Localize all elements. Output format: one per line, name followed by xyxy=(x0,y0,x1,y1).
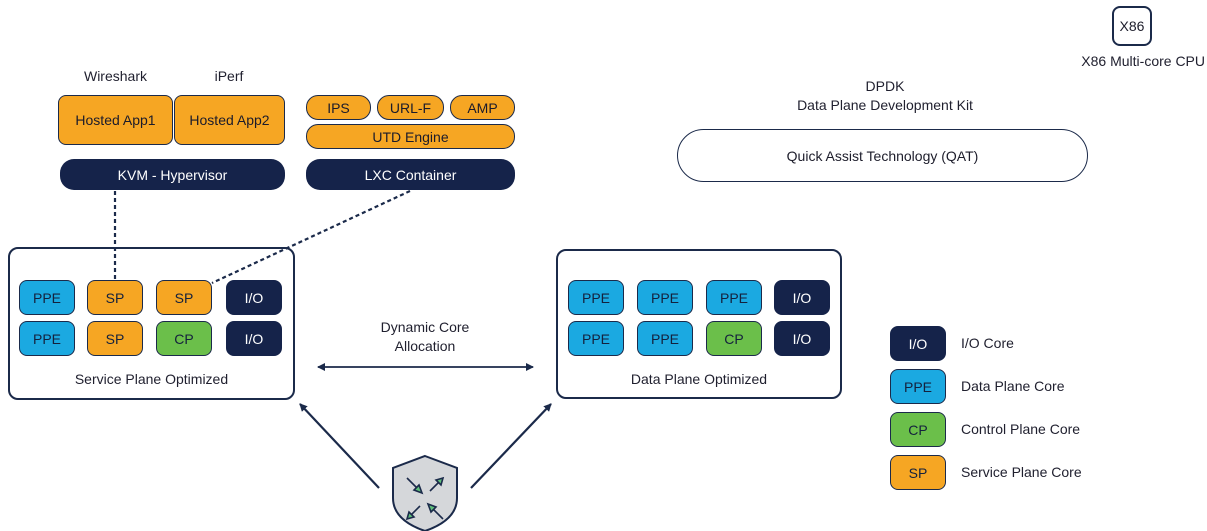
urlf-label: URL-F xyxy=(389,99,432,116)
sp-core-r2c4: I/O xyxy=(226,321,282,356)
utd-engine-label: UTD Engine xyxy=(372,128,449,145)
legend-ppe-swatch: PPE xyxy=(890,369,946,404)
dynamic-allocation-line1: Dynamic Core xyxy=(380,319,470,335)
legend-sp-swatch: SP xyxy=(890,455,946,490)
shield-to-data-arrow xyxy=(470,403,552,489)
dp-core-r1c4: I/O xyxy=(774,280,830,315)
dp-core-r2c3: CP xyxy=(706,321,762,356)
legend-ppe-label: Data Plane Core xyxy=(961,378,1065,394)
sp-core-r1c4: I/O xyxy=(226,280,282,315)
router-shield-icon xyxy=(392,454,458,531)
utd-engine: UTD Engine xyxy=(306,124,515,149)
service-plane-label: Service Plane Optimized xyxy=(74,371,229,387)
sp-core-r1c2: SP xyxy=(87,280,143,315)
ips-label: IPS xyxy=(327,99,350,116)
cpu-chip-icon: X86 xyxy=(1112,6,1152,46)
dp-core-r2c4: I/O xyxy=(774,321,830,356)
sp-core-r1c1: PPE xyxy=(19,280,75,315)
iperf-caption: iPerf xyxy=(214,68,244,84)
data-plane-label: Data Plane Optimized xyxy=(630,371,768,387)
legend-io-label: I/O Core xyxy=(961,335,1014,351)
legend-item-ppe: PPE Data Plane Core xyxy=(890,369,1190,405)
kvm-hypervisor: KVM - Hypervisor xyxy=(60,159,285,190)
amp-label: AMP xyxy=(467,99,498,116)
amp-module: AMP xyxy=(450,95,515,120)
hosted-app1-label: Hosted App1 xyxy=(75,112,156,128)
dp-core-r1c3: PPE xyxy=(706,280,762,315)
dp-core-r2c2: PPE xyxy=(637,321,693,356)
hosted-app2: Hosted App2 xyxy=(174,95,285,145)
legend-io-swatch: I/O xyxy=(890,326,946,361)
dynamic-allocation-line2: Allocation xyxy=(394,338,456,354)
legend-cp-swatch: CP xyxy=(890,412,946,447)
qat-box: Quick Assist Technology (QAT) xyxy=(677,129,1088,182)
sp-core-r1c3: SP xyxy=(156,280,212,315)
lxc-container: LXC Container xyxy=(306,159,515,190)
dp-core-r1c1: PPE xyxy=(568,280,624,315)
ips-module: IPS xyxy=(306,95,371,120)
hosted-app2-label: Hosted App2 xyxy=(189,112,270,128)
shield-to-service-arrow xyxy=(299,403,380,489)
legend-cp-label: Control Plane Core xyxy=(961,421,1081,437)
sp-core-r2c2: SP xyxy=(87,321,143,356)
wireshark-caption: Wireshark xyxy=(83,68,147,84)
qat-label: Quick Assist Technology (QAT) xyxy=(786,147,979,164)
legend-item-io: I/O I/O Core xyxy=(890,326,1190,362)
cpu-caption: X86 Multi-core CPU xyxy=(1081,53,1205,69)
legend-sp-label: Service Plane Core xyxy=(961,464,1082,480)
urlf-module: URL-F xyxy=(377,95,444,120)
dpdk-subtitle: Data Plane Development Kit xyxy=(797,97,973,113)
sp-core-r2c3: CP xyxy=(156,321,212,356)
dp-core-r1c2: PPE xyxy=(637,280,693,315)
sp-core-r2c1: PPE xyxy=(19,321,75,356)
hosted-app1: Hosted App1 xyxy=(58,95,173,145)
legend-item-sp: SP Service Plane Core xyxy=(890,455,1190,491)
legend-item-cp: CP Control Plane Core xyxy=(890,412,1190,448)
lxc-container-label: LXC Container xyxy=(364,166,457,183)
dp-core-r2c1: PPE xyxy=(568,321,624,356)
kvm-hypervisor-label: KVM - Hypervisor xyxy=(117,166,228,183)
dpdk-title: DPDK xyxy=(865,78,905,94)
cpu-chip-label: X86 xyxy=(1119,18,1145,34)
